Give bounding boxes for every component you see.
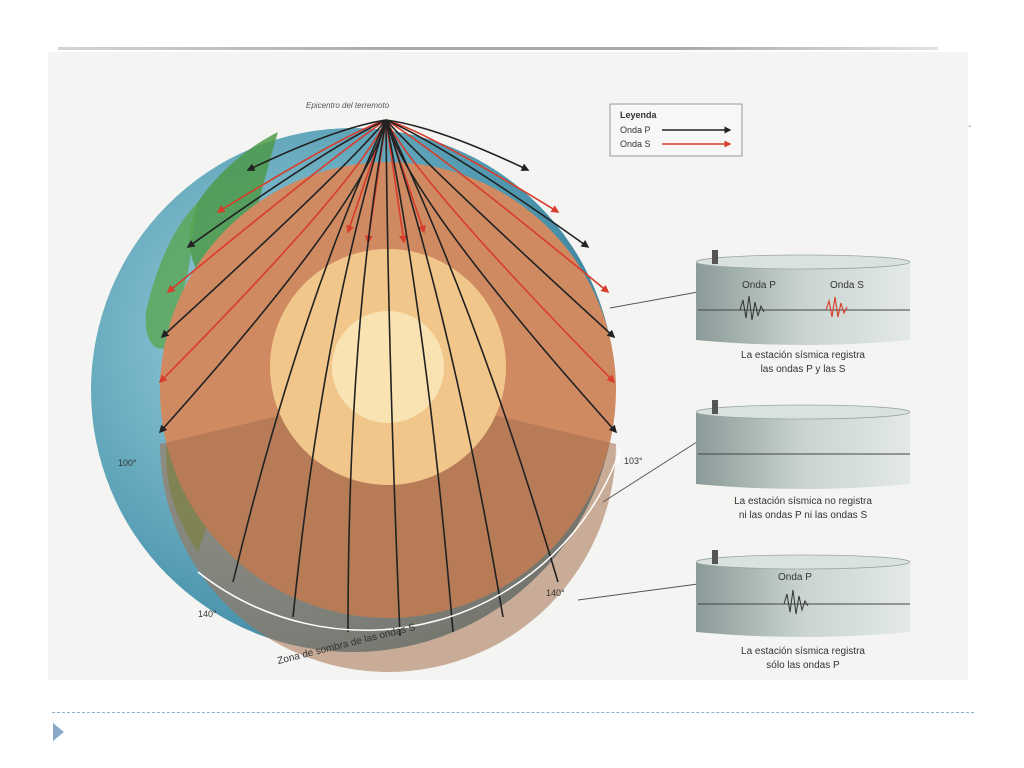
station-3-caption-line2: sólo las ondas P (766, 660, 840, 671)
legend-p-label: Onda P (620, 125, 651, 135)
earth-cross-section (160, 162, 616, 672)
slide-bottom-rule (52, 712, 974, 713)
s-ray-6 (385, 119, 616, 384)
stylus-arm (712, 250, 718, 264)
station-drum-top (695, 554, 911, 570)
mantle-shadow-region (160, 390, 616, 672)
p-ray-15 (385, 119, 559, 583)
angle-label-100-left: 100° (118, 458, 137, 468)
station-drum-top (695, 254, 911, 270)
seismograph-station-3: Onda P La estación sísmica registra sólo… (695, 550, 911, 671)
station-drum-top (695, 404, 911, 420)
p-ray-13 (385, 119, 454, 633)
inner-core (332, 311, 444, 423)
bullet-arrow-icon (53, 723, 64, 741)
p-ray-9 (232, 119, 387, 583)
station-drum (696, 562, 910, 637)
station-3-wave-label-p: Onda P (778, 572, 812, 583)
seismograph-station-1: Onda P Onda S La estación sísmica regist… (695, 250, 911, 375)
p-ray-1 (246, 119, 387, 171)
p-ray-4 (158, 119, 387, 434)
s-ray-5 (385, 119, 610, 294)
p-ray-5 (385, 119, 530, 171)
p-wave-burst (783, 589, 809, 615)
p-ray-14 (385, 119, 504, 618)
p-wave-rays (158, 119, 618, 637)
station-2-caption-line2: ni las ondas P ni las ondas S (739, 510, 868, 521)
legend: Leyenda Onda P Onda S (609, 103, 743, 157)
p-ray-6 (385, 119, 590, 248)
stylus-arm (712, 550, 718, 564)
p-ray-7 (385, 119, 616, 339)
shadow-zone-arc (197, 455, 619, 631)
angle-marker-right (617, 447, 621, 465)
angle-label-103-right: 103° (624, 456, 643, 466)
seismograph-station-2: La estación sísmica no registra ni las o… (695, 400, 911, 521)
legend-title: Leyenda (620, 110, 658, 120)
p-ray-3 (160, 119, 387, 339)
station-drum (696, 262, 910, 345)
station-1-caption-line2: las ondas P y las S (761, 364, 846, 375)
slide-top-rule (58, 47, 938, 50)
p-ray-10 (292, 119, 387, 618)
station-1-caption-line1: La estación sísmica registra (741, 350, 865, 361)
s-ray-8 (385, 119, 408, 244)
s-ray-2 (166, 119, 387, 294)
seismic-wave-figure: Leyenda Onda P Onda S Epicentro del terr… (48, 52, 968, 680)
connector-station-1 (609, 291, 699, 309)
continent-land-north (145, 202, 198, 349)
p-wave-burst (739, 295, 765, 321)
station-connectors (577, 291, 701, 601)
p-ray-11 (347, 119, 387, 633)
p-ray-12 (385, 119, 401, 637)
s-ray-1 (216, 119, 387, 213)
station-3-caption-line1: La estación sísmica registra (741, 646, 865, 657)
connector-station-2 (602, 439, 701, 503)
angle-label-140-right: 140° (546, 588, 565, 598)
station-drum (696, 412, 910, 489)
p-ray-2 (186, 119, 387, 248)
station-2-caption-line1: La estación sísmica no registra (734, 496, 872, 507)
legend-s-label: Onda S (620, 139, 651, 149)
s-ray-3 (158, 119, 387, 384)
epicenter-label: Epicentro del terremoto (306, 101, 390, 110)
station-1-wave-label-s: Onda S (830, 280, 864, 291)
connector-station-3 (577, 583, 699, 601)
angle-label-140-left: 140° (198, 609, 217, 619)
s-wave-burst (825, 296, 848, 318)
stylus-arm (712, 400, 718, 414)
slide-mark: - (968, 121, 972, 132)
p-ray-8 (385, 119, 618, 434)
station-1-wave-label-p: Onda P (742, 280, 776, 291)
s-ray-4 (385, 119, 560, 213)
